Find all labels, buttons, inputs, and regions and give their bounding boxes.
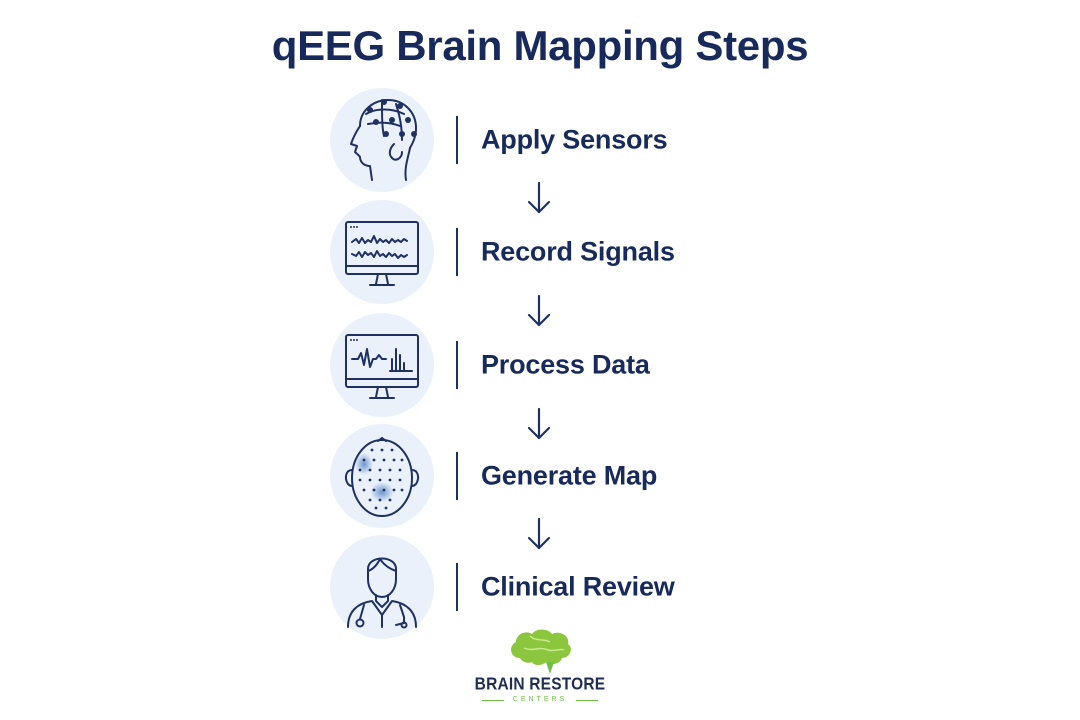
step-icon-circle [330, 313, 434, 417]
step-icon-circle [330, 535, 434, 639]
down-arrow-icon [527, 294, 551, 327]
brain-logo-icon [511, 629, 571, 674]
monitor-analysis-icon [345, 334, 419, 399]
step-divider [456, 116, 458, 164]
doctor-icon [347, 557, 417, 629]
step-label: Clinical Review [481, 571, 675, 602]
step-icon-circle [330, 88, 434, 192]
down-arrow-icon [527, 407, 551, 440]
monitor-waves-icon [345, 221, 419, 286]
logo-rule-left [482, 700, 504, 701]
step-divider [456, 563, 458, 611]
step-divider [456, 341, 458, 389]
step-divider [456, 228, 458, 276]
brand-logo: BRAIN RESTORE CENTERS [470, 628, 610, 712]
step-label: Process Data [481, 349, 650, 380]
down-arrow-icon [527, 181, 551, 214]
logo-brand-text: BRAIN RESTORE [474, 674, 606, 695]
step-record-signals: Record Signals [330, 200, 830, 304]
eeg-cap-head-icon [350, 99, 417, 181]
step-apply-sensors: Apply Sensors [330, 88, 830, 192]
down-arrow-icon [527, 517, 551, 550]
logo-rule-right [576, 700, 598, 701]
step-process-data: Process Data [330, 313, 830, 417]
step-label: Generate Map [481, 460, 658, 491]
step-icon-circle [330, 200, 434, 304]
step-label: Apply Sensors [481, 124, 668, 155]
step-label: Record Signals [481, 236, 675, 267]
step-icon-circle [330, 424, 434, 528]
page-title: qEEG Brain Mapping Steps [271, 22, 809, 69]
step-divider [456, 452, 458, 500]
logo-sub-text: CENTERS [512, 696, 568, 703]
step-clinical-review: Clinical Review [330, 535, 830, 639]
brain-map-head-icon [344, 436, 420, 517]
step-generate-map: Generate Map [330, 424, 830, 528]
